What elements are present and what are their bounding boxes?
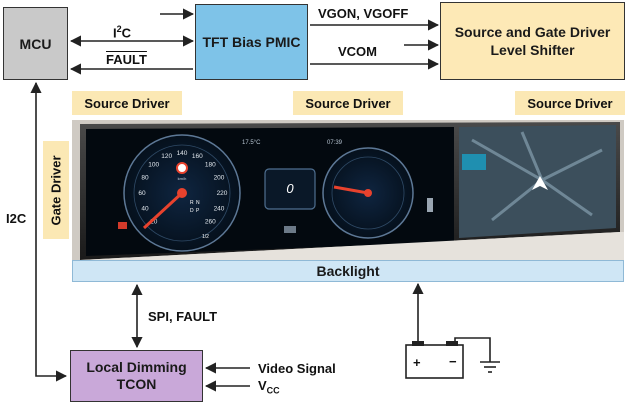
center-display-value: 0 xyxy=(286,181,294,196)
backlight-block: Backlight xyxy=(72,260,624,282)
warning-icon xyxy=(118,222,127,229)
speedometer-needle xyxy=(142,191,184,230)
source-driver-tag-right: Source Driver xyxy=(515,91,625,115)
battery-minus: − xyxy=(449,354,457,369)
speed-tick-label: 100 xyxy=(148,162,159,169)
fault-label: FAULT xyxy=(106,52,147,67)
status-icon xyxy=(427,198,433,212)
pmic-label: TFT Bias PMIC xyxy=(202,34,301,50)
speed-tick-label: 20 xyxy=(150,218,158,225)
backlight-label: Backlight xyxy=(316,263,380,279)
speed-limit-icon xyxy=(176,162,188,174)
map-water xyxy=(462,154,486,170)
mcu-block: MCU xyxy=(3,7,68,80)
i2c-left-arrow xyxy=(30,81,68,382)
mcu-label: MCU xyxy=(19,35,52,52)
gate-driver-tag: Gate Driver xyxy=(43,141,69,239)
center-display xyxy=(264,168,316,210)
speed-tick-label: 220 xyxy=(217,190,228,197)
speed-tick-label: 80 xyxy=(141,175,149,182)
speed-tick-label: 160 xyxy=(192,153,203,160)
vcc-label: VCC xyxy=(258,378,280,396)
speed-tick-label: 180 xyxy=(205,162,216,169)
level-shifter-block: Source and Gate Driver Level Shifter xyxy=(440,2,625,80)
speed-tick-label: 60 xyxy=(138,190,146,197)
video-signal-label: Video Signal xyxy=(258,361,336,376)
gear-letter: R xyxy=(190,200,194,206)
battery-icon xyxy=(405,341,464,379)
local-dimming-tcon-block: Local Dimming TCON xyxy=(70,350,203,402)
speed-tick-label: 240 xyxy=(214,205,225,212)
vcom-label: VCOM xyxy=(338,44,377,59)
vgon-vgoff-label: VGON, VGOFF xyxy=(318,6,409,21)
shifter-label-line1: Source and Gate Driver xyxy=(454,24,611,40)
speed-unit: km/h xyxy=(178,176,187,181)
shifter-label-line2: Level Shifter xyxy=(490,42,575,58)
gear-letter: N xyxy=(196,200,200,206)
spi-fault-label: SPI, FAULT xyxy=(148,309,218,324)
assist-icon xyxy=(284,226,296,233)
battery-plus: + xyxy=(413,355,421,370)
speed-tick-label: 200 xyxy=(214,175,225,182)
tcon-label-line1: Local Dimming xyxy=(86,359,187,375)
speed-tick-label: 140 xyxy=(177,150,188,157)
gear-letter: D xyxy=(190,208,194,214)
speed-tick-label: 120 xyxy=(161,153,172,160)
i2c-top-label: I2C xyxy=(113,24,132,41)
temperature-readout: 17.5°C xyxy=(242,140,261,146)
tcon-label-line2: TCON xyxy=(116,376,157,392)
speed-tick-label: 40 xyxy=(141,205,149,212)
i2c-left-label: I2C xyxy=(6,211,27,226)
gear-letter: P xyxy=(196,208,200,214)
tachometer-needle xyxy=(333,185,369,195)
source-driver-tag-middle: Source Driver xyxy=(293,91,403,115)
source-driver-tag-left: Source Driver xyxy=(72,91,182,115)
map-position-icon xyxy=(532,176,548,190)
time-readout: 07:39 xyxy=(327,140,343,146)
speed-tick-label: 260 xyxy=(205,218,216,225)
tft-bias-pmic-block: TFT Bias PMIC xyxy=(195,4,308,80)
fuel-fraction: 1/2 xyxy=(202,234,209,240)
